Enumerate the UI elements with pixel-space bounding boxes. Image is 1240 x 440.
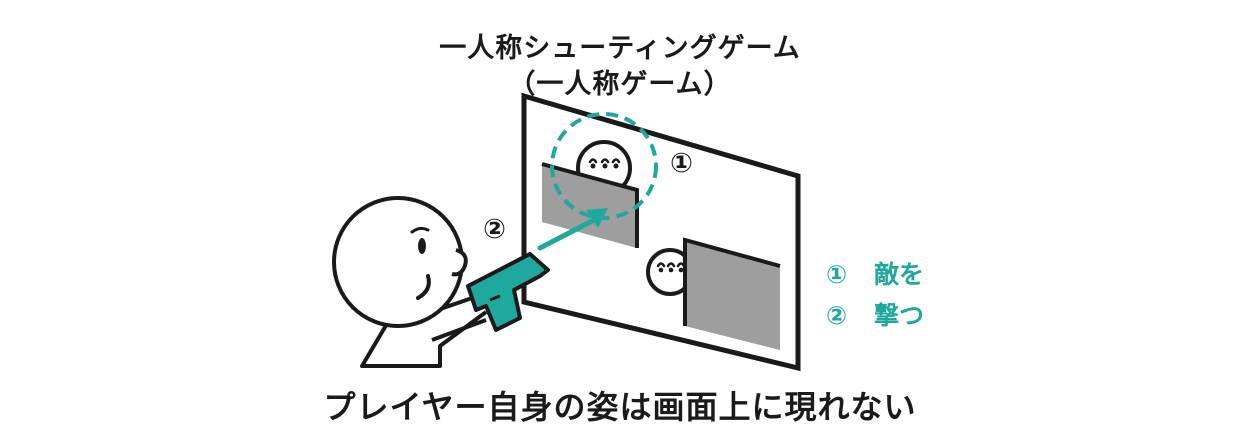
legend-item-2-text: 撃つ bbox=[874, 301, 925, 330]
legend-item-2-num: ② bbox=[826, 301, 848, 330]
shot-arrow bbox=[537, 208, 608, 251]
player-ear bbox=[451, 248, 468, 277]
legend-item-1-num: ① bbox=[826, 260, 848, 289]
legend-item-1: ① 敵を bbox=[826, 255, 924, 291]
enemy-2-cover bbox=[685, 240, 780, 350]
diagram-subtitle: （一人称ゲーム） bbox=[508, 69, 732, 100]
player bbox=[332, 196, 488, 368]
target-reticle bbox=[550, 112, 658, 220]
player-head bbox=[332, 196, 464, 328]
legend-item-2: ② 撃つ bbox=[826, 296, 924, 332]
diagram-caption: プレイヤー自身の姿は画面上に現れない bbox=[323, 388, 917, 426]
pistol-icon bbox=[466, 252, 550, 332]
player-mouth bbox=[416, 274, 431, 300]
marker-1: ① bbox=[670, 148, 693, 179]
diagram-title: 一人称シューティングゲーム bbox=[439, 33, 801, 64]
enemy-2 bbox=[646, 237, 781, 350]
enemy-1 bbox=[541, 140, 639, 248]
enemy-1-eyes bbox=[588, 158, 621, 164]
player-eye bbox=[418, 238, 426, 254]
legend-item-1-text: 敵を bbox=[874, 260, 925, 289]
marker-2: ② bbox=[483, 214, 506, 245]
